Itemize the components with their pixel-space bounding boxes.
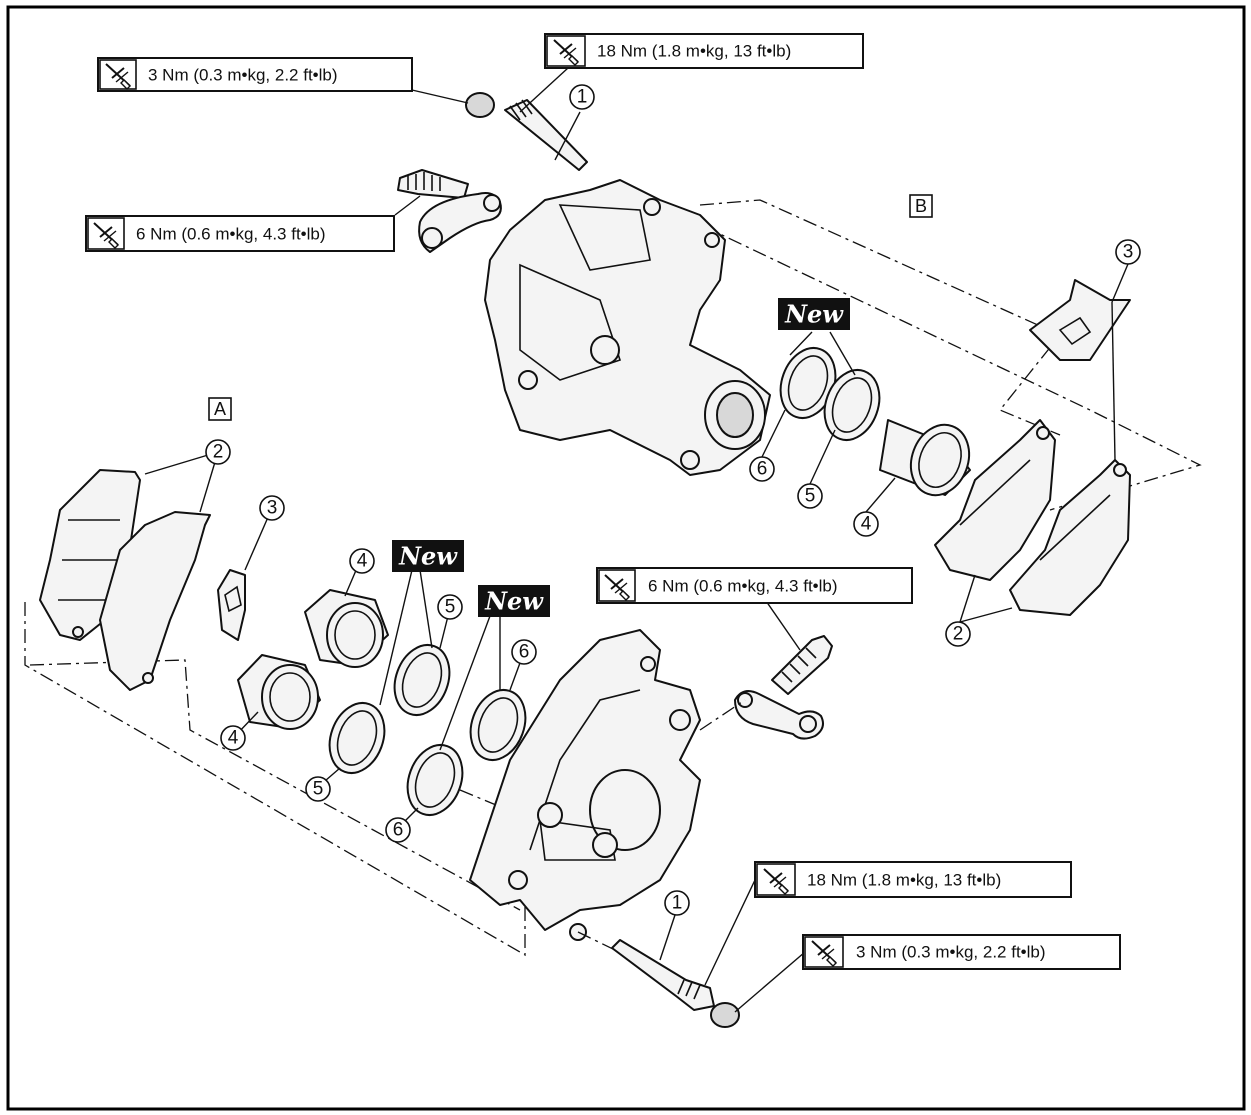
svg-text:4: 4 (228, 728, 239, 749)
new-badge: New (392, 540, 464, 572)
callout: 6 (385, 817, 411, 843)
torque-label: 3 Nm (0.3 m•kg, 2.2 ft•lb) (856, 943, 1046, 962)
pin-centerline-lower (577, 931, 616, 951)
callout: 1 (664, 890, 690, 916)
svg-text:3: 3 (267, 498, 278, 519)
group-label-b: B (909, 194, 933, 218)
brake-pad-lower-1 (39, 469, 141, 641)
piston-seal-lower-1 (393, 644, 451, 716)
svg-text:4: 4 (357, 551, 368, 572)
svg-text:New: New (484, 587, 544, 616)
group-label-a: A (208, 397, 232, 421)
svg-text:4: 4 (861, 514, 872, 535)
torque-spec-6nm-upper: 6 Nm (0.6 m•kg, 4.3 ft•lb) (85, 215, 395, 252)
dust-cap-upper (465, 92, 495, 118)
callout: 6 (511, 639, 537, 665)
callout: 3 (259, 495, 285, 521)
bleed-cap-upper (418, 192, 502, 253)
bleed-screw-lower (771, 635, 833, 695)
dust-seal-lower-1 (469, 689, 527, 761)
svg-text:6: 6 (393, 820, 404, 841)
torque-label: 18 Nm (1.8 m•kg, 13 ft•lb) (597, 42, 791, 61)
new-badge: New (778, 298, 850, 330)
piston-seal-upper (823, 369, 881, 441)
caliper-body-upper (484, 179, 771, 476)
callout: 3 (1115, 239, 1141, 265)
torque-spec-3nm-lower: 3 Nm (0.3 m•kg, 2.2 ft•lb) (802, 934, 1121, 970)
bleed-screw-upper (397, 169, 469, 199)
group-a-assembly (24, 469, 833, 1028)
piston-upper (879, 419, 971, 497)
svg-text:5: 5 (313, 779, 324, 800)
brake-pad-lower-2 (99, 511, 211, 691)
torque-spec-6nm-lower: 6 Nm (0.6 m•kg, 4.3 ft•lb) (596, 567, 913, 604)
callout: 6 (749, 456, 775, 482)
svg-text:B: B (915, 196, 927, 216)
torque-label: 6 Nm (0.6 m•kg, 4.3 ft•lb) (648, 577, 838, 596)
slide-pin-upper (504, 99, 588, 171)
callout: 2 (945, 621, 971, 647)
torque-spec-18nm-upper: 18 Nm (1.8 m•kg, 13 ft•lb) (544, 33, 864, 69)
svg-text:New: New (784, 300, 844, 329)
svg-text:2: 2 (953, 624, 964, 645)
pad-spring-lower (217, 569, 246, 641)
piston-seal-lower-2 (328, 702, 386, 774)
svg-text:1: 1 (577, 87, 588, 108)
slide-pin-lower (611, 939, 715, 1011)
piston-lower-1 (304, 589, 389, 668)
svg-text:A: A (214, 399, 226, 419)
torque-label: 3 Nm (0.3 m•kg, 2.2 ft•lb) (148, 66, 338, 85)
callout: 1 (569, 84, 595, 110)
diagram-frame (6, 5, 1246, 1111)
callout: 4 (349, 548, 375, 574)
dust-cap-lower (710, 1002, 740, 1028)
svg-text:5: 5 (445, 597, 456, 618)
group-b-assembly (397, 92, 1202, 616)
svg-text:5: 5 (805, 486, 816, 507)
svg-text:6: 6 (519, 642, 530, 663)
svg-text:2: 2 (213, 442, 224, 463)
bleed-cap-lower (734, 690, 824, 740)
pad-spring-upper (1029, 279, 1131, 361)
group-a-bracket-line (24, 602, 526, 957)
callout: 4 (220, 725, 246, 751)
svg-text:6: 6 (757, 459, 768, 480)
svg-text:3: 3 (1123, 242, 1134, 263)
brake-pad-upper-2 (1009, 459, 1131, 616)
callout: 4 (853, 511, 879, 537)
torque-label: 6 Nm (0.6 m•kg, 4.3 ft•lb) (136, 225, 326, 244)
dust-seal-lower-2 (406, 744, 464, 816)
brake-pad-upper-1 (934, 419, 1056, 581)
callout: 5 (797, 483, 823, 509)
piston-lower-2 (237, 654, 321, 730)
callout: 5 (437, 594, 463, 620)
callout: 5 (305, 776, 331, 802)
caliper-body-lower (469, 629, 701, 941)
group-a-bracket-line-2 (29, 659, 521, 911)
torque-label: 18 Nm (1.8 m•kg, 13 ft•lb) (807, 871, 1001, 890)
svg-text:New: New (398, 542, 458, 571)
callout: 2 (205, 439, 231, 465)
svg-text:1: 1 (672, 893, 683, 914)
torque-spec-3nm-upper: 3 Nm (0.3 m•kg, 2.2 ft•lb) (97, 57, 413, 92)
new-badge: New (478, 585, 550, 617)
torque-spec-18nm-lower: 18 Nm (1.8 m•kg, 13 ft•lb) (754, 861, 1072, 898)
